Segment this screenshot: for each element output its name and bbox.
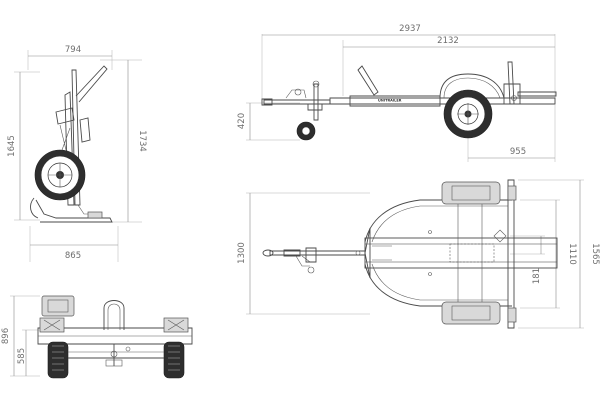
- plan-view: 1300 1110 1565 181: [237, 179, 600, 329]
- dim-181: 181: [532, 268, 542, 284]
- dim-2937: 2937: [399, 24, 421, 34]
- front-wheel-left-icon: [47, 341, 69, 379]
- dim-794: 794: [65, 45, 81, 55]
- dim-955: 955: [510, 147, 526, 157]
- dim-1565: 1565: [590, 243, 600, 265]
- front-wheel-right-icon: [163, 341, 185, 379]
- wheel-top-icon: [441, 181, 501, 205]
- dim-1300: 1300: [237, 242, 247, 264]
- dim-865: 865: [65, 251, 81, 261]
- dim-420: 420: [237, 113, 247, 129]
- upright-side-view: 794 1645 1734 865: [7, 45, 147, 262]
- dim-1734: 1734: [137, 130, 147, 152]
- side-elevation-view: 2937 2132 420 955 UNITRAILER: [237, 24, 557, 162]
- dim-896: 896: [1, 328, 11, 344]
- brand-label: UNITRAILER: [378, 99, 402, 103]
- wheel-bottom-icon: [441, 301, 501, 325]
- front-view: 896 585: [1, 295, 193, 379]
- dim-1645: 1645: [7, 135, 17, 157]
- dim-1110: 1110: [567, 243, 577, 265]
- dim-2132: 2132: [437, 36, 459, 46]
- dim-585: 585: [17, 348, 27, 364]
